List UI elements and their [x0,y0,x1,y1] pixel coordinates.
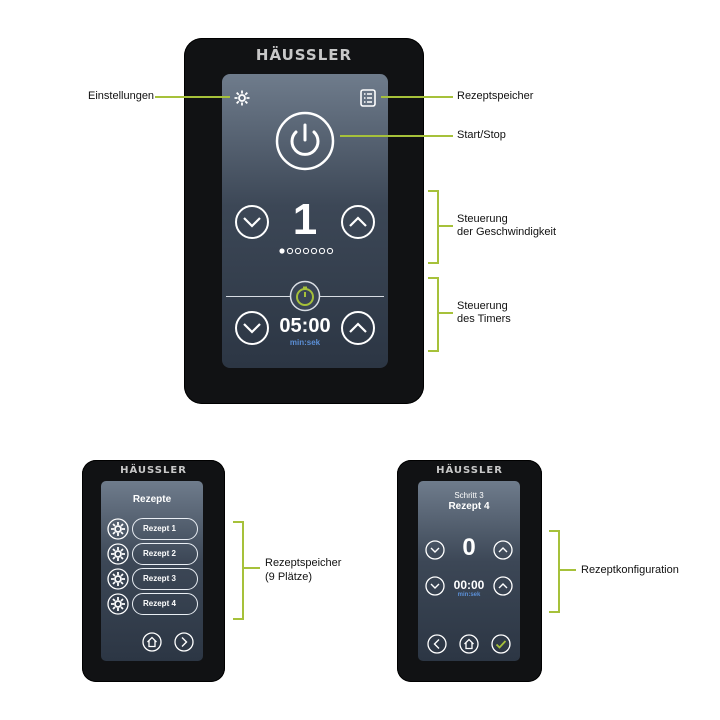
recipe-item[interactable]: Rezept 3 [132,568,198,590]
annotation-speed-line1: Steuerung [457,213,508,225]
annotation-settings: Einstellungen [88,90,155,102]
chevron-down-icon[interactable] [425,540,445,560]
leader-line [381,96,453,98]
gear-icon[interactable] [107,518,129,540]
main-device: HÄUSSLER 1 [184,38,424,404]
annotation-timer-line1: Steuerung [457,300,508,312]
annotation-recipes-line1: Rezeptspeicher [265,557,342,569]
leader-line [244,567,260,569]
speed-value: 1 [292,195,318,244]
timer-icon[interactable] [289,280,321,312]
leader-line [560,569,576,571]
leader-line [155,96,230,98]
recipe-row[interactable]: Rezept 3 [107,568,199,590]
gear-icon[interactable] [233,89,251,107]
brand-logo: HÄUSSLER [436,465,503,476]
chevron-up-icon[interactable] [493,576,513,596]
recipe-row[interactable]: Rezept 1 [107,518,199,540]
speed-level-indicator [279,247,334,255]
bracket-config [549,530,560,613]
annotation-timer-line2: des Timers [457,313,511,325]
brand-logo: HÄUSSLER [255,46,353,64]
annotation-recipe-config: Rezeptkonfiguration [581,564,679,576]
config-screen: Schritt 3 Rezept 4 0 00:00 min:sek [418,481,520,661]
timer-unit: min:sek [457,592,481,598]
check-icon[interactable] [491,634,511,654]
chevron-up-icon[interactable] [493,540,513,560]
step-label: Schritt 3 [454,491,484,500]
timer-value: 05:00 [279,315,331,337]
annotation-recipe-memory: Rezeptspeicher [457,90,534,102]
leader-line [439,225,453,227]
recipe-row[interactable]: Rezept 4 [107,593,199,615]
chevron-left-icon[interactable] [427,634,447,654]
recipes-device: HÄUSSLER Rezepte Rezept 1 Rezept 2 [82,460,225,682]
bracket-speed [428,190,439,264]
chevron-down-icon[interactable] [425,576,445,596]
home-icon[interactable] [142,632,162,652]
annotation-start-stop: Start/Stop [457,129,506,141]
bracket-recipes [233,521,244,620]
leader-line [340,135,453,137]
recipe-name: Rezept 4 [448,501,490,512]
annotation-recipes-line2: (9 Plätze) [265,571,313,583]
power-icon[interactable] [274,110,336,172]
recipes-screen: Rezepte Rezept 1 Rezept 2 Rezept [101,481,203,661]
bracket-timer [428,277,439,352]
gear-icon[interactable] [107,568,129,590]
recipe-row[interactable]: Rezept 2 [107,543,199,565]
timer-unit: min:sek [289,338,321,347]
chevron-up-icon[interactable] [340,204,376,240]
brand-logo: HÄUSSLER [120,465,187,476]
chevron-right-icon[interactable] [174,632,194,652]
list-icon[interactable] [360,89,376,107]
chevron-down-icon[interactable] [234,204,270,240]
gear-icon[interactable] [107,543,129,565]
main-screen: 1 05:00 min:sek [222,74,388,368]
recipe-item[interactable]: Rezept 2 [132,543,198,565]
gear-icon[interactable] [107,593,129,615]
leader-line [439,312,453,314]
chevron-down-icon[interactable] [234,310,270,346]
annotation-speed-line2: der Geschwindigkeit [457,226,557,238]
chevron-up-icon[interactable] [340,310,376,346]
speed-value: 0 [462,534,476,561]
home-icon[interactable] [459,634,479,654]
recipe-item[interactable]: Rezept 1 [132,518,198,540]
config-device: HÄUSSLER Schritt 3 Rezept 4 0 00:00 min:… [397,460,542,682]
timer-value: 00:00 [453,578,485,592]
recipe-item[interactable]: Rezept 4 [132,593,198,615]
recipes-title: Rezepte [132,494,172,505]
